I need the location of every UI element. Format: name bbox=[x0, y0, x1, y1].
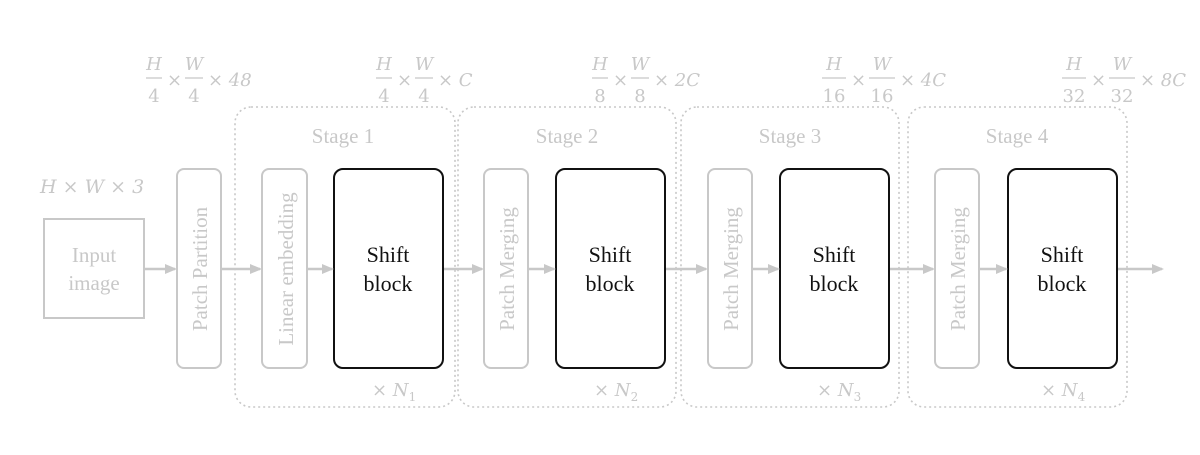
patch-partition-label: Patch Partition bbox=[188, 206, 212, 331]
dim-1-times: × bbox=[167, 70, 182, 91]
dim-4-h-numerator: H bbox=[825, 54, 842, 75]
stage-4-title: Stage 4 bbox=[986, 124, 1049, 148]
input-image-label-1: Input bbox=[72, 243, 116, 267]
dim-3-times: × bbox=[613, 70, 628, 91]
patch-merging-2-label: Patch Merging bbox=[495, 207, 519, 331]
dim-4-tail: × 4C bbox=[900, 70, 946, 91]
shift-block-1 bbox=[333, 168, 444, 369]
dim-5-tail: × 8C bbox=[1140, 70, 1186, 91]
dim-1-h-numerator: H bbox=[145, 54, 162, 75]
dim-2-w-numerator: W bbox=[415, 54, 435, 75]
linear-embedding-label: Linear embedding bbox=[274, 192, 298, 346]
dim-1-w-denominator: 4 bbox=[188, 86, 199, 107]
dim-2-w-denominator: 4 bbox=[418, 86, 429, 107]
dim-3-tail: × 2C bbox=[654, 70, 700, 91]
dim-2-times: × bbox=[397, 70, 412, 91]
dim-1-w-numerator: W bbox=[185, 54, 205, 75]
patch-merging-4-label: Patch Merging bbox=[946, 207, 970, 331]
dim-4-w-denominator: 16 bbox=[871, 86, 894, 107]
dim-2-h-numerator: H bbox=[375, 54, 392, 75]
patch-merging-2-box bbox=[483, 168, 529, 369]
dim-3-h-denominator: 8 bbox=[594, 86, 605, 107]
dim-5-h-denominator: 32 bbox=[1063, 86, 1086, 107]
dim-5-times: × bbox=[1091, 70, 1106, 91]
linear-embedding-box bbox=[261, 168, 308, 369]
stage-4-container bbox=[907, 106, 1128, 408]
dim-2-h-denominator: 4 bbox=[378, 86, 389, 107]
dim-3-w-numerator: W bbox=[631, 54, 651, 75]
dim-1-tail: × 48 bbox=[208, 70, 252, 91]
dim-3-w-denominator: 8 bbox=[634, 86, 645, 107]
dim-5-w-denominator: 32 bbox=[1111, 86, 1134, 107]
stage-1-container bbox=[234, 106, 456, 408]
shift-block-2 bbox=[555, 168, 666, 369]
dim-1-h-denominator: 4 bbox=[148, 86, 159, 107]
input-image-box bbox=[43, 218, 145, 319]
stage-1-repeat: × N1 bbox=[372, 380, 416, 404]
dim-4-w-numerator: W bbox=[873, 54, 893, 75]
stage-3-container bbox=[680, 106, 900, 408]
stage-3-repeat: × N3 bbox=[817, 380, 861, 404]
input-image-label-2: image bbox=[68, 271, 119, 295]
input-dims: H × W × 3 bbox=[39, 176, 144, 198]
dim-4-h-denominator: 16 bbox=[823, 86, 846, 107]
stage-1-title: Stage 1 bbox=[312, 124, 374, 148]
shift-block-3-line2: block bbox=[810, 271, 859, 296]
shift-block-1-line2: block bbox=[364, 271, 413, 296]
patch-merging-3-box bbox=[707, 168, 753, 369]
stage-2-repeat: × N2 bbox=[594, 380, 638, 404]
dim-4-times: × bbox=[851, 70, 866, 91]
dim-5-h-numerator: H bbox=[1065, 54, 1082, 75]
shift-block-4-line1: Shift bbox=[1041, 242, 1084, 267]
stage-4-repeat: × N4 bbox=[1041, 380, 1086, 404]
dim-3-h-numerator: H bbox=[591, 54, 608, 75]
shift-block-1-line1: Shift bbox=[367, 242, 410, 267]
patch-partition-box bbox=[176, 168, 222, 369]
stage-2-title: Stage 2 bbox=[536, 124, 598, 148]
shift-block-4-line2: block bbox=[1038, 271, 1087, 296]
shift-block-3 bbox=[779, 168, 890, 369]
shift-block-2-line2: block bbox=[586, 271, 635, 296]
patch-merging-3-label: Patch Merging bbox=[719, 207, 743, 331]
stage-3-title: Stage 3 bbox=[759, 124, 821, 148]
dim-2-tail: × C bbox=[438, 70, 473, 91]
shift-block-2-line1: Shift bbox=[589, 242, 632, 267]
shift-block-3-line1: Shift bbox=[813, 242, 856, 267]
stage-2-container bbox=[457, 106, 677, 408]
shift-block-4 bbox=[1007, 168, 1118, 369]
dim-5-w-numerator: W bbox=[1113, 54, 1133, 75]
patch-merging-4-box bbox=[934, 168, 980, 369]
